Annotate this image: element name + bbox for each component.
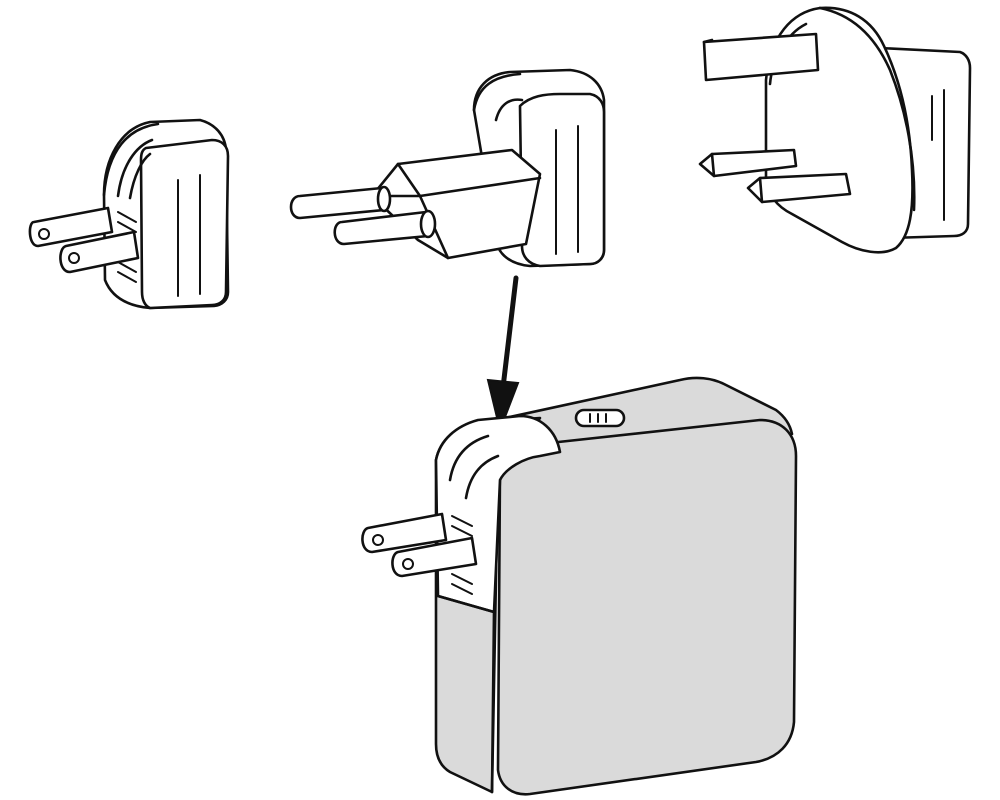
- us-prong-upper: [28, 206, 114, 248]
- uk-prong-left: [698, 148, 798, 178]
- usb-c-port: [574, 408, 626, 428]
- body-prong-lower: [391, 536, 478, 578]
- uk-plug-adapter: [698, 6, 972, 254]
- power-adapter-body: [361, 376, 798, 796]
- us-plug-adapter: [28, 118, 230, 310]
- insert-arrow: [486, 275, 520, 434]
- uk-prong-right: [746, 172, 852, 204]
- body-prong-upper: [361, 512, 448, 554]
- uk-prong-top: [702, 32, 820, 82]
- eu-pin-lower: [333, 209, 437, 246]
- us-prong-lower: [59, 230, 140, 274]
- eu-pin-upper: [289, 185, 392, 220]
- eu-plug-adapter: [289, 68, 606, 268]
